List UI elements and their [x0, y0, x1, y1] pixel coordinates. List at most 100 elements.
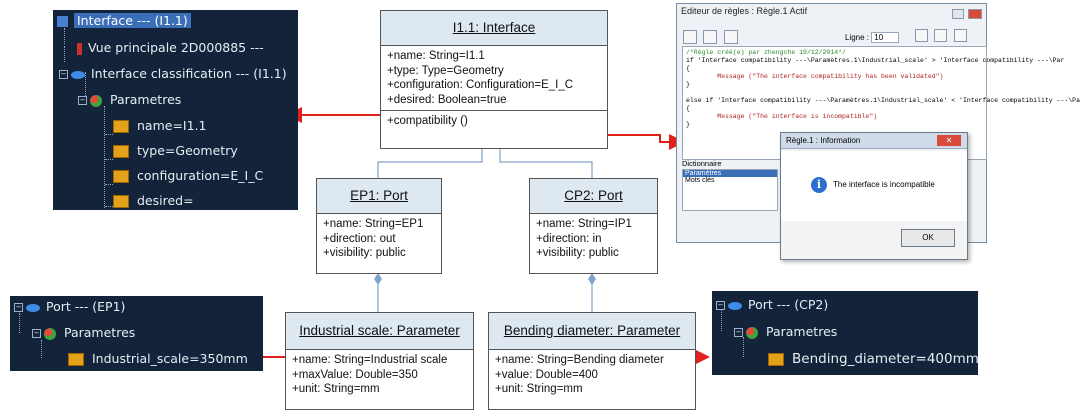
- tree-row-param[interactable]: Bending_diameter=400mm: [768, 351, 979, 367]
- window-title: Editeur de règles : Règle.1 Actif: [681, 6, 808, 16]
- attribute: +configuration: Configuration=E_I_C: [387, 79, 574, 91]
- tool-icon[interactable]: [683, 30, 697, 44]
- cp2-tree-panel: −Port --- (CP2) −Parametres Bending_diam…: [712, 291, 979, 375]
- flag-icon: [77, 42, 82, 55]
- class-title: I1.1: Interface: [381, 11, 607, 46]
- uml-industrial-scale-parameter: Industrial scale: Parameter +name: Strin…: [285, 312, 474, 410]
- class-title: EP1: Port: [317, 179, 441, 214]
- class-operations: +compatibility (): [381, 110, 607, 131]
- attribute: +type: Type=Geometry: [387, 64, 504, 77]
- parameters-icon: [90, 94, 102, 107]
- parameter-icon: [768, 353, 784, 366]
- class-attributes: +name: String=Industrial scale +maxValue…: [286, 350, 473, 400]
- uml-interface-class: I1.1: Interface +name: String=I1.1 +type…: [380, 10, 608, 149]
- eye-icon: [26, 303, 40, 312]
- collapse-icon[interactable]: −: [32, 329, 41, 338]
- dictionary-label: Dictionnaire: [682, 159, 722, 168]
- tree-row-parametres[interactable]: −Parametres: [734, 324, 838, 339]
- editor-toolbar: [683, 30, 738, 49]
- line-number-field[interactable]: 10: [871, 32, 900, 43]
- attribute: +maxValue: Double=350: [292, 368, 418, 381]
- tool-icon[interactable]: [953, 29, 967, 42]
- tree-row-classification[interactable]: −Interface classification --- (I1.1): [59, 66, 287, 81]
- tree-row-interface[interactable]: Interface --- (I1.1): [57, 13, 191, 29]
- parameters-icon: [746, 326, 758, 339]
- dictionary-list[interactable]: Paramètres Mots clés: [682, 169, 778, 211]
- code-line: /*Règle créé(e) par zhengche 19/12/2014*…: [686, 49, 846, 56]
- attribute: +name: String=IP1: [536, 218, 632, 230]
- interface-tree-panel: Interface --- (I1.1) Vue principale 2D00…: [53, 10, 298, 210]
- code-line: else if 'Interface compatibility ---\Par…: [686, 97, 1080, 104]
- tool-icon[interactable]: [703, 30, 718, 44]
- uml-cp2-port: CP2: Port +name: String=IP1 +direction: …: [529, 178, 658, 274]
- dialog-close-icon[interactable]: ✕: [937, 135, 961, 146]
- code-line: }: [686, 121, 690, 128]
- attribute: +visibility: public: [536, 247, 619, 259]
- tree-row-param[interactable]: type=Geometry: [113, 143, 238, 159]
- code-line: Message ("The interface compatibility ha…: [686, 73, 944, 80]
- parameter-icon: [113, 195, 129, 208]
- attribute: +name: String=Industrial scale: [292, 354, 448, 366]
- parameter-icon: [113, 170, 129, 183]
- dictionary-item[interactable]: Paramètres: [683, 170, 777, 177]
- dialog-title: Règle.1 : Information: [781, 133, 967, 149]
- dialog-message: The interface is incompatible: [833, 180, 935, 189]
- code-line: Message ("The interface is incompatible"…: [686, 113, 878, 120]
- eye-icon: [71, 70, 85, 79]
- info-icon: i: [811, 177, 827, 193]
- class-title: CP2: Port: [530, 179, 657, 214]
- uml-ep1-port: EP1: Port +name: String=EP1 +direction: …: [316, 178, 442, 274]
- diamond-markers: [374, 273, 596, 285]
- code-line: }: [686, 81, 690, 88]
- uml-bending-diameter-parameter: Bending diameter: Parameter +name: Strin…: [488, 312, 696, 410]
- code-line: {: [686, 105, 690, 112]
- class-attributes: +name: String=EP1 +direction: out +visib…: [317, 214, 441, 264]
- operation: +compatibility (): [387, 115, 468, 127]
- tree-row-param[interactable]: desired=: [113, 193, 194, 209]
- collapse-icon[interactable]: −: [78, 96, 87, 105]
- collapse-icon[interactable]: −: [59, 70, 68, 79]
- tree-row-param[interactable]: configuration=E_I_C: [113, 168, 263, 184]
- class-attributes: +name: String=I1.1 +type: Type=Geometry …: [381, 46, 607, 110]
- parameters-icon: [44, 327, 56, 340]
- parameter-icon: [113, 120, 129, 133]
- tree-row-param[interactable]: name=I1.1: [113, 118, 207, 134]
- tool-icon[interactable]: [915, 29, 928, 42]
- information-dialog: Règle.1 : Information ✕ i The interface …: [780, 132, 968, 260]
- ep1-tree-panel: −Port --- (EP1) −Parametres Industrial_s…: [10, 296, 263, 371]
- attribute: +name: String=EP1: [323, 218, 424, 230]
- ok-button[interactable]: OK: [901, 229, 955, 247]
- class-attributes: +name: String=Bending diameter +value: D…: [489, 350, 695, 400]
- attribute: +desired: Boolean=true: [387, 93, 507, 106]
- tree-row-parametres[interactable]: −Parametres: [32, 325, 136, 340]
- collapse-icon[interactable]: −: [716, 301, 725, 310]
- line-indicator: Ligne : 10: [845, 32, 900, 43]
- collapse-icon[interactable]: −: [734, 328, 743, 337]
- close-icon[interactable]: [968, 9, 982, 19]
- tree-row-parametres[interactable]: −Parametres: [78, 92, 182, 107]
- eye-icon: [728, 301, 742, 310]
- attribute: +visibility: public: [323, 247, 406, 259]
- attribute: +direction: out: [323, 232, 396, 245]
- tree-row-param[interactable]: Industrial_scale=350mm: [68, 351, 248, 367]
- window-controls: [951, 6, 982, 24]
- tree-root-icon: [57, 16, 68, 27]
- attribute: +unit: String=mm: [292, 383, 380, 395]
- tree-row-port-ep1[interactable]: −Port --- (EP1): [14, 299, 126, 314]
- tree-row-port-cp2[interactable]: −Port --- (CP2): [716, 297, 829, 312]
- tool-icon[interactable]: [934, 29, 948, 42]
- code-line: if 'Interface compatibility ---\Paramètr…: [686, 57, 1065, 64]
- attribute: +unit: String=mm: [495, 383, 583, 395]
- class-title: Industrial scale: Parameter: [286, 313, 473, 350]
- attribute: +value: Double=400: [495, 368, 598, 381]
- tree-row-vue[interactable]: Vue principale 2D000885 ---: [77, 40, 264, 56]
- minimize-icon[interactable]: [951, 9, 964, 19]
- attribute: +direction: in: [536, 232, 602, 245]
- class-title: Bending diameter: Parameter: [489, 313, 695, 350]
- collapse-icon[interactable]: −: [14, 303, 23, 312]
- tool-icon[interactable]: [723, 30, 738, 44]
- attribute: +name: String=I1.1: [387, 50, 485, 62]
- code-line: {: [686, 65, 690, 72]
- class-attributes: +name: String=IP1 +direction: in +visibi…: [530, 214, 657, 264]
- dictionary-item[interactable]: Mots clés: [685, 177, 715, 184]
